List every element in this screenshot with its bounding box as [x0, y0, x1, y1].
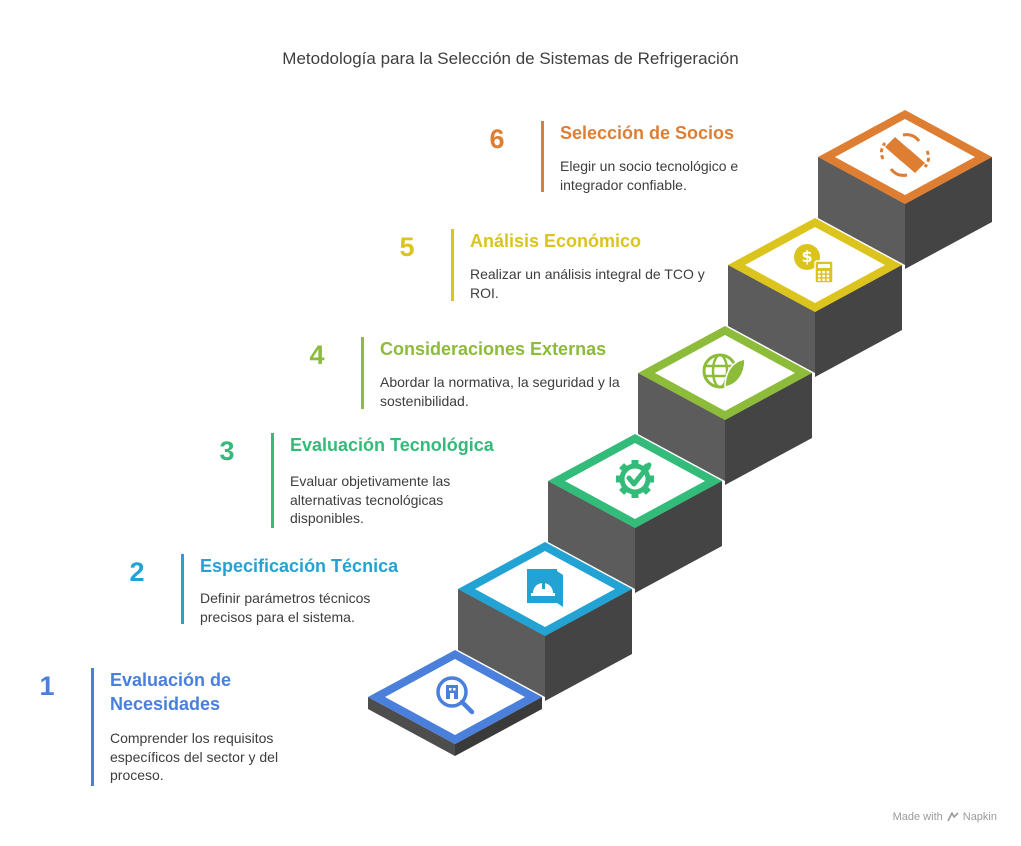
- step-4-number: 4: [309, 340, 325, 370]
- step-5-title: Análisis Económico: [470, 231, 642, 251]
- gear-check-icon: [616, 460, 654, 498]
- blueprint-helmet-icon: [527, 569, 563, 607]
- handshake-icon: [879, 133, 931, 177]
- svg-text:$: $: [801, 247, 812, 266]
- step-3-title: Evaluación Tecnológica: [290, 435, 494, 455]
- step-3-number: 3: [219, 436, 235, 466]
- step-1-title: Evaluación de Necesidades: [110, 670, 232, 714]
- step-6-description: Elegir un socio tecnológico e integrador…: [560, 158, 739, 193]
- dollar-calculator-icon: $: [794, 244, 834, 284]
- footer-credit: Made with Napkin: [893, 811, 997, 823]
- step-2-title: Especificación Técnica: [200, 556, 399, 576]
- step-2-description: Definir parámetros técnicos precisos par…: [200, 590, 371, 625]
- step-3-description: Evaluar objetivamente las alternativas t…: [290, 473, 451, 526]
- step-5-bar: [451, 229, 454, 301]
- step-4-tread: [638, 326, 812, 420]
- step-6-number: 6: [489, 124, 505, 154]
- step-5-description: Realizar un análisis integral de TCO y R…: [470, 266, 705, 301]
- step-3-bar: [271, 433, 274, 528]
- step-4-bar: [361, 337, 364, 409]
- page-title: Metodología para la Selección de Sistema…: [282, 49, 739, 68]
- step-1-number: 1: [39, 671, 55, 701]
- step-6-title: Selección de Socios: [560, 123, 735, 143]
- step-6-bar: [541, 121, 544, 192]
- napkin-logo-icon: [947, 812, 959, 822]
- globe-leaf-icon: [702, 353, 746, 389]
- step-5-number: 5: [399, 232, 415, 262]
- step-4-description: Abordar la normativa, la seguridad y la …: [380, 374, 620, 409]
- step-4-title: Consideraciones Externas: [380, 339, 607, 359]
- step-2-number: 2: [129, 557, 145, 587]
- magnify-building-icon: [436, 676, 475, 715]
- footer-made-with: Made with: [892, 811, 943, 823]
- step-2-bar: [181, 554, 184, 624]
- step-1-bar: [91, 668, 94, 786]
- step-1-description: Comprender los requisitos específicos de…: [110, 730, 279, 783]
- footer-brand: Napkin: [962, 811, 997, 823]
